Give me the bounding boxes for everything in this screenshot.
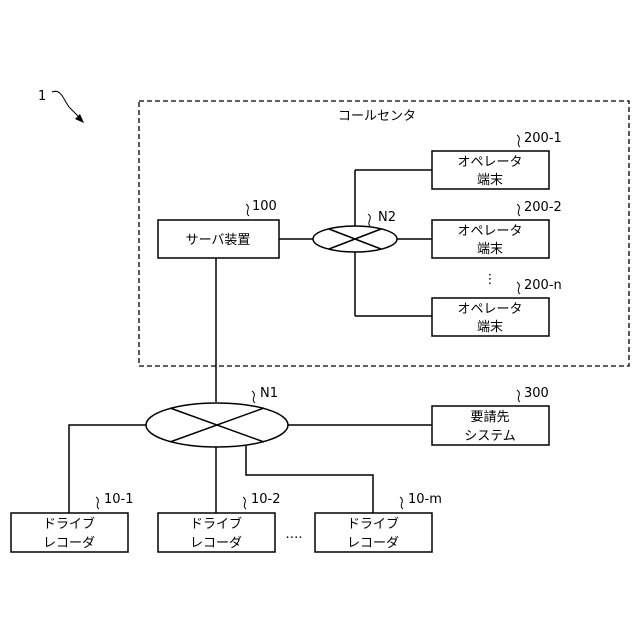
drive-recorder-m-ref-leader — [400, 497, 403, 509]
drive-recorder-1-line1: ドライブ — [43, 516, 95, 532]
drive-recorder-m: ドライブ レコーダ 10-m — [315, 492, 442, 552]
drive-recorder-2-ref-leader — [243, 497, 246, 509]
figure-number: 1 — [38, 89, 46, 104]
operator-terminal-2-line2: 端末 — [477, 242, 503, 257]
drive-recorder-2-ref: 10-2 — [251, 492, 281, 507]
operator-terminal-2-ref-leader — [517, 204, 520, 216]
drive-recorder-m-ref: 10-m — [408, 492, 442, 507]
drive-recorder-1: ドライブ レコーダ 10-1 — [11, 492, 134, 552]
operator-terminal-1-line2: 端末 — [477, 173, 503, 188]
server-ref-leader — [246, 204, 249, 216]
drive-recorder-m-line2: レコーダ — [347, 536, 399, 551]
request-system-line1: 要請先 — [470, 410, 509, 425]
figure-arrow — [52, 91, 82, 120]
figure-arrow-head — [75, 114, 84, 123]
operator-terminal-1: オペレータ 端末 200-1 — [432, 131, 562, 189]
operator-terminal-1-ref-leader — [517, 135, 520, 147]
server-device: サーバ装置 100 — [158, 199, 279, 258]
operator-terminal-n-line2: 端末 — [477, 320, 503, 335]
operator-terminal-2-line1: オペレータ — [457, 224, 522, 239]
network-n2-ref-leader — [368, 214, 370, 226]
network-n1-ref: N1 — [260, 386, 278, 401]
operator-terminal-n-ref-leader — [517, 282, 520, 294]
call-center-label: コールセンタ — [338, 109, 416, 124]
operator-terminal-1-line1: オペレータ — [457, 155, 522, 170]
network-n1: N1 — [146, 386, 288, 447]
server-ref: 100 — [252, 199, 277, 214]
drive-recorder-1-ref: 10-1 — [104, 492, 134, 507]
operator-terminal-2-ref: 200-2 — [524, 200, 562, 215]
operator-terminal-1-ref: 200-1 — [524, 131, 562, 146]
operator-terminal-n: オペレータ 端末 200-n — [432, 278, 562, 336]
request-system-line2: システム — [464, 429, 516, 444]
drive-recorder-1-line2: レコーダ — [43, 536, 95, 551]
operator-terminal-2: オペレータ 端末 200-2 — [432, 200, 562, 258]
figure-reference: 1 — [38, 89, 84, 123]
recorder-ellipsis: …. — [285, 527, 302, 542]
operator-terminal-n-ref: 200-n — [524, 278, 562, 293]
server-label: サーバ装置 — [186, 233, 251, 248]
operator-terminal-n-line1: オペレータ — [457, 302, 522, 317]
drive-recorder-2: ドライブ レコーダ 10-2 — [158, 492, 281, 552]
drive-recorder-m-line1: ドライブ — [347, 516, 399, 532]
network-n2-ref: N2 — [378, 210, 396, 225]
request-system-ref: 300 — [524, 386, 549, 401]
drive-recorder-1-ref-leader — [96, 497, 99, 509]
request-system: 要請先 システム 300 — [432, 386, 549, 445]
drive-recorder-2-line2: レコーダ — [190, 536, 242, 551]
drive-recorder-2-line1: ドライブ — [190, 516, 242, 532]
request-system-ref-leader — [517, 390, 520, 402]
network-n1-ref-leader — [252, 391, 255, 403]
operator-ellipsis: ⋮ — [484, 272, 497, 287]
